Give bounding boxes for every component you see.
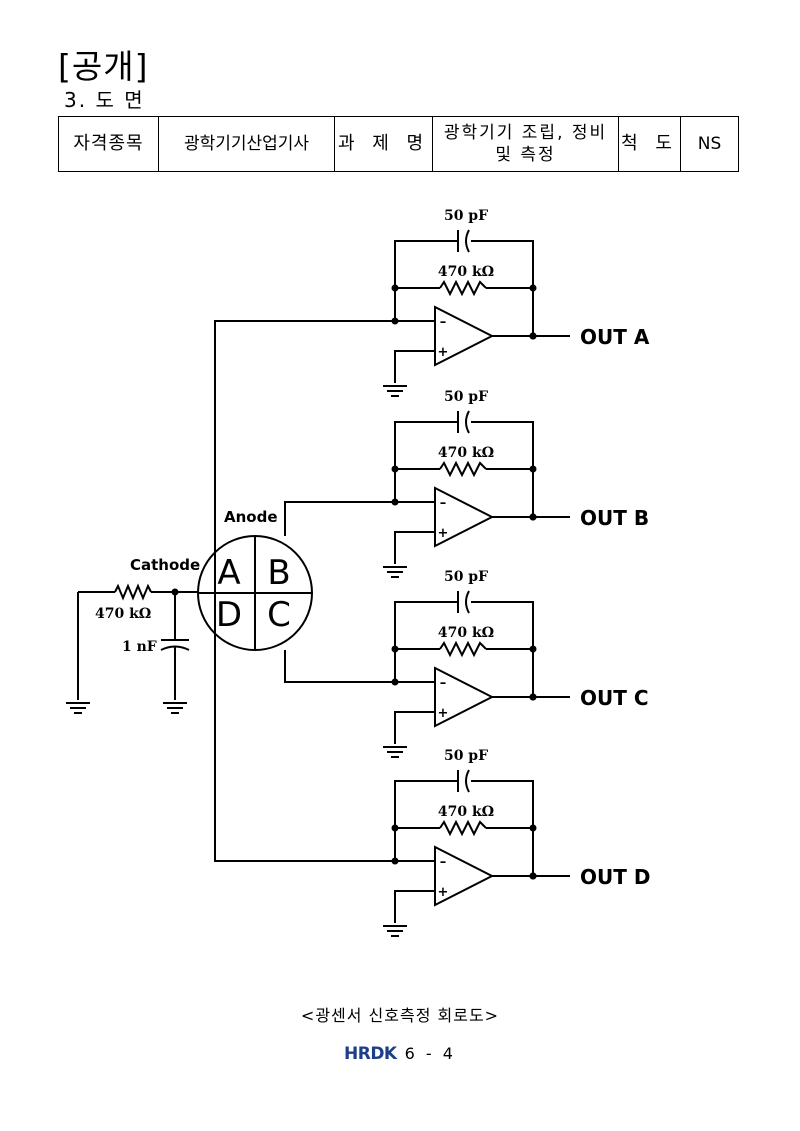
cathode-network — [77, 583, 198, 700]
res-a-label: 470 kΩ — [438, 264, 494, 280]
quadrant-d-label: D — [216, 595, 242, 635]
ground-c-icon — [382, 746, 408, 758]
figure-caption: <광센서 신호측정 회로도> — [300, 1006, 500, 1025]
task-value: 광학기기 조립, 정비 및 측정 — [432, 116, 619, 172]
cathode-label: Cathode — [130, 556, 200, 574]
cap-c-label: 50 pF — [444, 569, 488, 585]
out-b-label: OUT B — [580, 506, 649, 530]
out-a-label: OUT A — [580, 325, 650, 349]
section-subtitle: 3. 도 면 — [64, 88, 145, 112]
stage-d — [394, 769, 570, 923]
opamp-d-minus: – — [440, 855, 447, 870]
page-number: 6 - 4 — [404, 1044, 456, 1063]
res-b-label: 470 kΩ — [438, 445, 494, 461]
section-title: [공개] — [58, 47, 149, 86]
quadrant-b-label: B — [267, 553, 290, 593]
out-c-label: OUT C — [580, 686, 649, 710]
cap-b-label: 50 pF — [444, 389, 488, 405]
ground-d-icon — [382, 925, 408, 937]
scale-value: NS — [680, 116, 739, 172]
opamp-d-plus: + — [438, 885, 449, 900]
res-d-label: 470 kΩ — [438, 804, 494, 820]
ground-b-icon — [382, 566, 408, 578]
anode-label: Anode — [224, 508, 278, 526]
opamp-a-symbol — [434, 305, 495, 367]
cap-d-label: 50 pF — [444, 748, 488, 764]
quadrant-a-label: A — [217, 553, 240, 593]
opamp-b-plus: + — [438, 526, 449, 541]
opamp-a-minus: – — [440, 315, 447, 330]
opamp-d-symbol — [434, 845, 495, 907]
cap-a-label: 50 pF — [444, 208, 488, 224]
quadrant-photodiode: A B D C — [197, 535, 313, 651]
stage-b — [394, 410, 570, 564]
opamp-b-minus: – — [440, 496, 447, 511]
scale-label: 척 도 — [618, 116, 681, 172]
opamp-c-symbol — [434, 666, 495, 728]
input-resistor-label: 470 kΩ — [95, 606, 151, 622]
opamp-c-minus: – — [440, 676, 447, 691]
page-footer: HRDK 6 - 4 — [344, 1044, 456, 1064]
ground-a-icon — [382, 385, 408, 397]
sensor-wiring — [214, 320, 395, 862]
res-c-label: 470 kΩ — [438, 625, 494, 641]
opamp-c-plus: + — [438, 706, 449, 721]
opamp-a-plus: + — [438, 345, 449, 360]
opamp-b-symbol — [434, 486, 495, 548]
quadrant-c-label: C — [267, 595, 291, 635]
hrdk-logo: HRDK — [344, 1044, 397, 1064]
stage-c — [394, 590, 570, 744]
input-capacitor-label: 1 nF — [122, 639, 157, 655]
field-label: 자격종목 — [58, 116, 159, 172]
out-d-label: OUT D — [580, 865, 650, 889]
task-label: 과 제 명 — [334, 116, 433, 172]
stage-a — [394, 229, 570, 383]
amplifier-stages: 50 pF 470 kΩ – + OUT A 50 pF 470 kΩ – + OUT B 50 p… — [382, 208, 650, 937]
info-table: 자격종목 광학기기산업기사 과 제 명 광학기기 조립, 정비 및 측정 척 도… — [58, 116, 739, 172]
